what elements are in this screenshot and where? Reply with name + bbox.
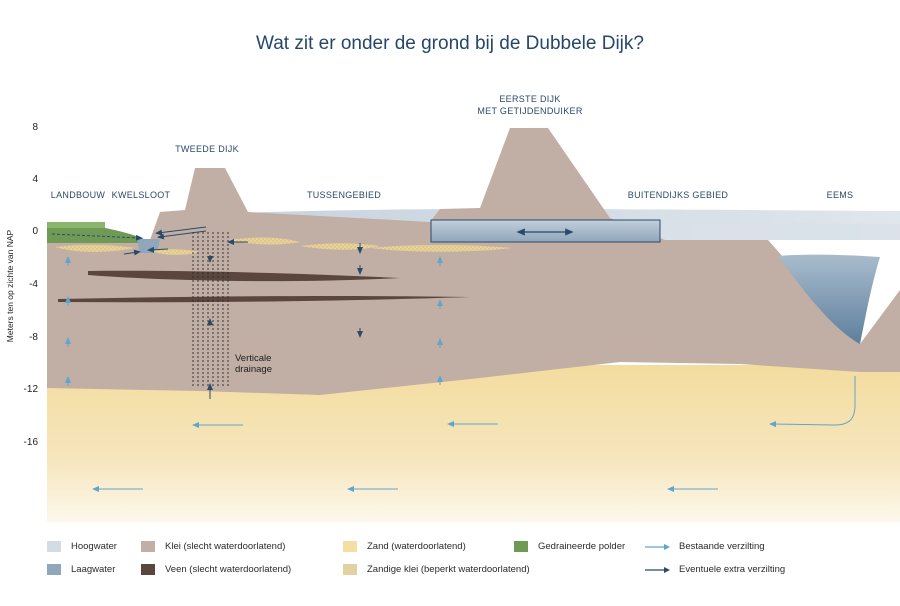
y-tick: -4: [29, 279, 38, 290]
y-axis-label: Meters ten op zichte van NAP: [5, 229, 15, 342]
annotation-vertical-drainage-2: drainage: [235, 364, 272, 375]
tidal-culvert: [430, 219, 661, 243]
legend-swatch: [514, 541, 528, 552]
sand-layer: [47, 365, 900, 522]
clay-layer: [47, 128, 900, 395]
legend-item-laagwater: Laagwater: [47, 564, 115, 575]
region-label-tweede-dijk: TWEEDE DIJK: [175, 144, 239, 154]
y-tick: 4: [32, 174, 38, 185]
annotation-vertical-drainage: Verticale: [235, 353, 271, 364]
legend-label: Gedraineerde polder: [538, 541, 626, 552]
legend-swatch: [47, 541, 61, 552]
y-tick: 8: [32, 122, 38, 133]
legend-label: Zandige klei (beperkt waterdoorlatend): [367, 564, 530, 575]
sandy-clay-lens: [55, 244, 135, 252]
y-tick: -16: [24, 437, 39, 448]
arrow-right-icon: [645, 543, 670, 550]
extra-salinisation-arrows: [51, 226, 363, 399]
eems-channel: [778, 254, 880, 344]
legend-label: Veen (slecht waterdoorlatend): [165, 564, 292, 575]
legend-item-polder: Gedraineerde polder: [514, 541, 625, 552]
legend-item-zand: Zand (waterdoorlatend): [343, 541, 466, 552]
existing-salinisation-arrows: [65, 256, 856, 492]
legend-item-zandige-klei: Zandige klei (beperkt waterdoorlatend): [343, 564, 530, 575]
arrow-right-icon: [645, 566, 670, 573]
legend-swatch: [343, 564, 357, 575]
diagram-title: Wat zit er onder de grond bij de Dubbele…: [256, 33, 644, 54]
legend-label: Eventuele extra verzilting: [679, 564, 786, 575]
region-label-landbouw: LANDBOUW: [51, 190, 106, 200]
y-tick: -8: [29, 332, 38, 343]
legend-label: Zand (waterdoorlatend): [367, 541, 466, 552]
legend-item-extra-verzilting: Eventuele extra verzilting: [645, 564, 785, 575]
peat-layer-2: [58, 295, 470, 303]
legend-item-klei: Klei (slecht waterdoorlatend): [141, 541, 285, 552]
y-tick: 0: [32, 226, 38, 237]
region-label-eerste-dijk: EERSTE DIJK: [499, 94, 560, 104]
legend-label: Bestaande verzilting: [679, 541, 765, 552]
legend-label: Klei (slecht waterdoorlatend): [165, 541, 286, 552]
legend-swatch: [47, 564, 61, 575]
legend-item-veen: Veen (slecht waterdoorlatend): [141, 564, 291, 575]
legend: Hoogwater Laagwater Klei (slecht waterdo…: [0, 536, 900, 596]
legend-swatch: [343, 541, 357, 552]
region-label-kwelsloot: KWELSLOOT: [112, 190, 171, 200]
peat-layer-1: [88, 270, 400, 282]
legend-label: Laagwater: [71, 564, 116, 575]
legend-item-hoogwater: Hoogwater: [47, 541, 117, 552]
vertical-drainage: [192, 232, 229, 388]
y-tick: -12: [24, 384, 39, 395]
legend-item-bestaande-verzilting: Bestaande verzilting: [645, 541, 765, 552]
legend-swatch: [141, 541, 155, 552]
legend-swatch: [141, 564, 155, 575]
region-label-tussengebied: TUSSENGEBIED: [307, 190, 381, 200]
y-axis: 8 4 0 -4 -8 -12 -16 Meters ten op zichte…: [5, 122, 38, 448]
legend-label: Hoogwater: [71, 541, 117, 552]
region-label-eems: EEMS: [827, 190, 854, 200]
region-label-buitendijks: BUITENDIJKS GEBIED: [628, 190, 729, 200]
region-label-eerste-dijk-sub: MET GETIJDENDUIKER: [477, 106, 582, 116]
